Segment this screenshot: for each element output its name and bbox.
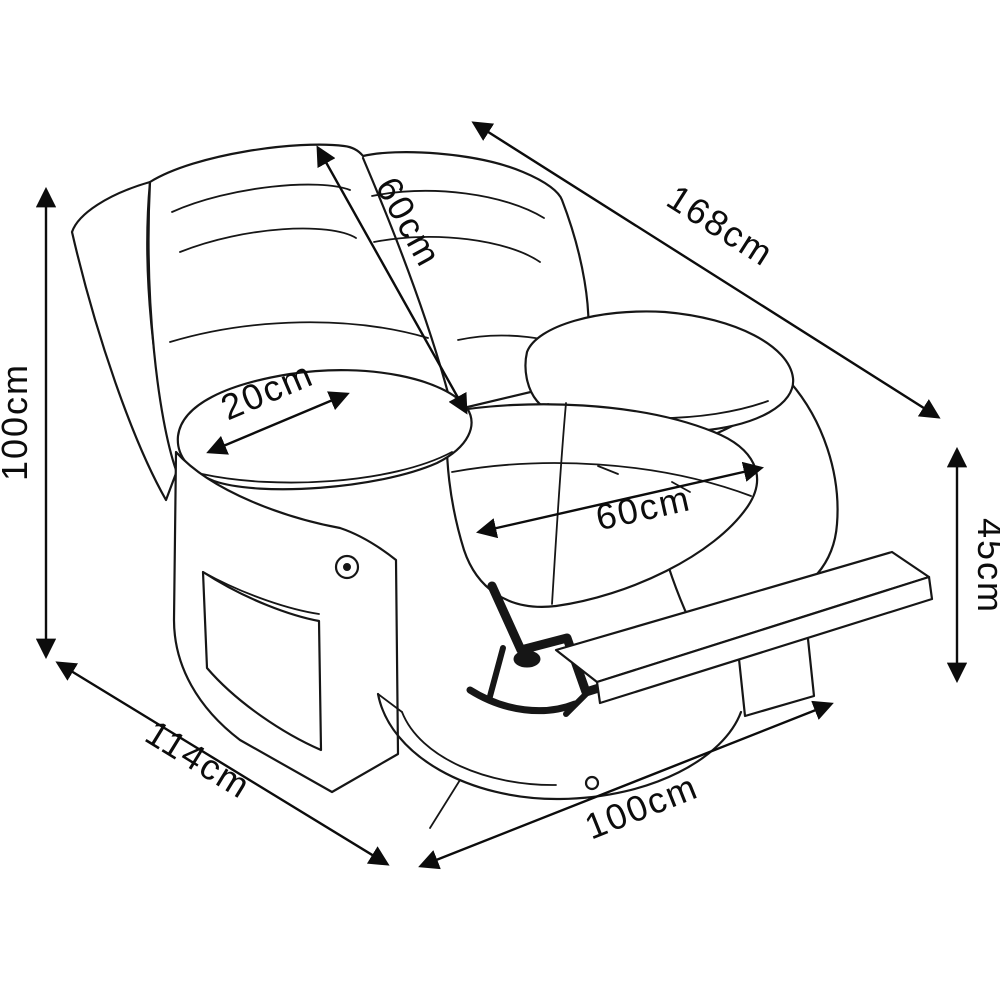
dimension-arrow-reclined-length bbox=[471, 121, 941, 419]
chair-side-pocket-opening bbox=[202, 571, 320, 615]
dimension-arrow-seat-width bbox=[476, 461, 764, 539]
dimension-base-width: 100cm bbox=[418, 700, 834, 870]
footrest-front-face bbox=[595, 575, 934, 705]
dimension-arrow-base-depth bbox=[55, 661, 390, 866]
dimension-label-footrest-height: 45cm bbox=[970, 518, 1000, 614]
base-foot-pad bbox=[584, 775, 600, 791]
chair-left-armrest-fold bbox=[201, 451, 453, 484]
dimension-overall-height: 100cm bbox=[0, 186, 57, 660]
chair-footrest bbox=[554, 550, 934, 705]
dimension-label-reclined-length: 168cm bbox=[660, 176, 782, 274]
dimension-arrow-backrest-length bbox=[316, 145, 468, 415]
power-button-dot bbox=[343, 563, 351, 571]
dimension-label-overall-height: 100cm bbox=[0, 363, 35, 481]
dimension-arrow-base-width bbox=[418, 700, 834, 870]
dimension-arrow-armrest-width bbox=[206, 391, 350, 455]
chair-drawing bbox=[70, 143, 934, 829]
dimension-footrest-height: 45cm bbox=[946, 446, 1000, 684]
